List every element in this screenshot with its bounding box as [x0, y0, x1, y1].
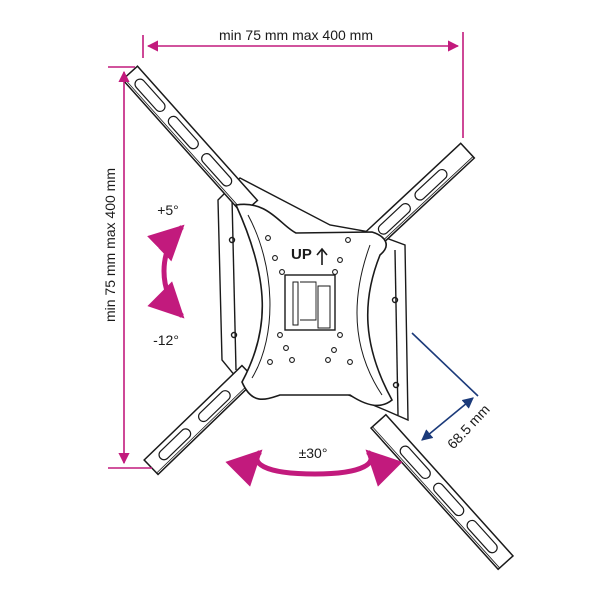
up-arrow-icon	[316, 247, 328, 265]
arm-bottom-left	[143, 364, 257, 476]
swivel-label: ±30°	[299, 445, 328, 461]
width-label: min 75 mm max 400 mm	[219, 27, 373, 43]
height-dimension	[108, 66, 152, 469]
arm-bottom-right	[369, 413, 515, 571]
arm-top-left	[121, 65, 259, 215]
depth-label: 68.5 mm	[444, 401, 493, 452]
depth-dimension	[411, 332, 479, 441]
tilt-up-label: +5°	[157, 202, 179, 218]
height-label: min 75 mm max 400 mm	[102, 168, 118, 322]
tilt-arrow-icon	[147, 224, 185, 319]
center-bracket	[234, 203, 394, 407]
swivel-arrow-icon	[225, 449, 403, 487]
arm-top-right	[364, 142, 476, 248]
tilt-down-label: -12°	[153, 332, 179, 348]
up-label: UP	[291, 246, 312, 263]
width-dimension	[142, 32, 464, 138]
